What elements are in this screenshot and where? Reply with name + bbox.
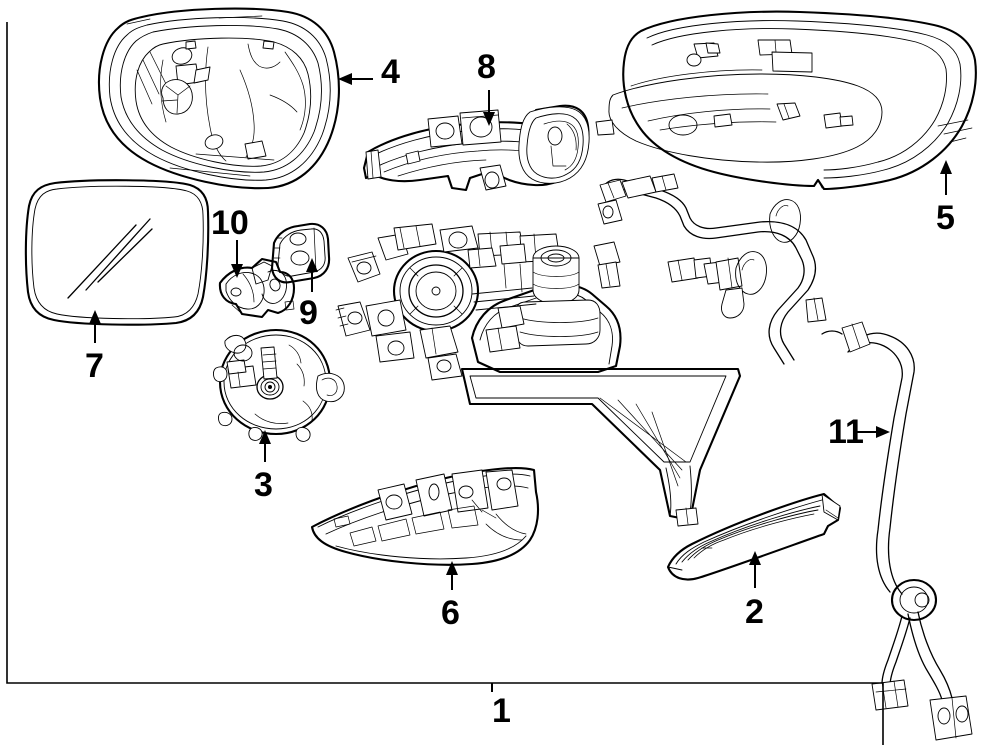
part-turn-signal-lamp — [666, 492, 842, 581]
callout-1-bracket — [6, 22, 884, 745]
callout-label-2: 2 — [745, 593, 764, 631]
part-mirror-bezel-frame — [97, 7, 340, 190]
callout-label-6: 6 — [441, 594, 460, 632]
callout-label-5: 5 — [936, 199, 955, 237]
part-wiring-harness-upper — [593, 173, 827, 365]
callout-label-9: 9 — [299, 294, 318, 332]
part-mirror-glass — [24, 179, 210, 326]
callout-label-3: 3 — [254, 466, 273, 504]
callout-label-11: 11 — [828, 413, 864, 451]
callout-label-4: 4 — [381, 53, 400, 91]
part-mirror-base-assembly — [335, 223, 742, 527]
part-wiring-harness-cable — [821, 321, 973, 741]
callout-label-1: 1 — [492, 692, 511, 730]
part-mirror-drive-motor — [213, 328, 345, 442]
callout-label-8: 8 — [477, 48, 496, 86]
callout-label-7: 7 — [85, 347, 104, 385]
callout-label-10: 10 — [211, 204, 249, 242]
part-lower-housing-cover — [310, 467, 540, 566]
part-retainer-clip-lower — [218, 257, 296, 319]
part-retainer-clip-upper — [270, 222, 331, 284]
part-support-arm-bracket — [362, 104, 590, 192]
callout-leaders — [89, 73, 952, 590]
part-mirror-cover-cap — [595, 10, 977, 191]
